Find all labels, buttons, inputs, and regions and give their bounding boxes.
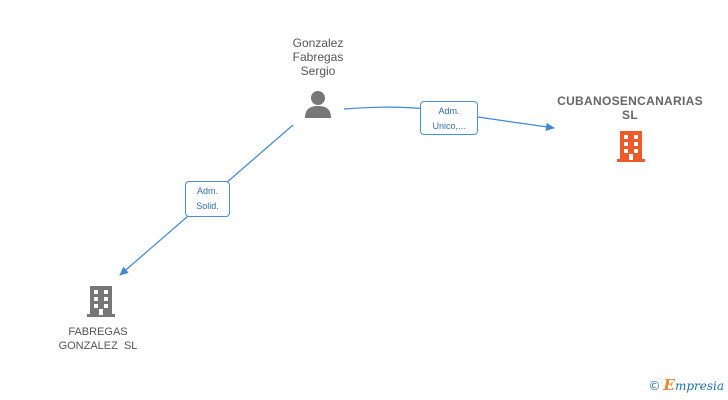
brand-name: mpresia [674,379,724,393]
edge-label-line1: Adm. [196,186,218,196]
company-main-name-line2: SL [622,108,638,122]
edge-label-line2: Unico,... [432,121,466,131]
building-icon[interactable] [616,130,646,163]
person-name-line2: Fabregas [292,50,344,64]
empresia-logo[interactable]: ©Empresia [649,376,725,394]
edge-label-line2: Solid. [196,201,219,211]
person-name-line3: Sergio [300,64,336,78]
company-sub-name-line2: GONZALEZ SL [58,340,138,352]
company-sub-label[interactable]: FABREGAS GONZALEZ SL [40,325,156,353]
person-name-label[interactable]: Gonzalez Fabregas Sergio [270,36,366,78]
company-main-label[interactable]: CUBANOSENCANARIAS SL [540,94,720,122]
company-sub-name-line1: FABREGAS [68,326,128,338]
building-icon[interactable] [86,285,116,318]
person-name-line1: Gonzalez [292,36,344,50]
edge-label-adm-solid[interactable]: Adm. Solid. [185,181,230,217]
edge-label-line1: Adm. [438,106,460,116]
company-main-name-line1: CUBANOSENCANARIAS [557,94,703,108]
copyright-symbol: © [648,379,661,393]
brand-initial: E [663,376,675,394]
edge-label-adm-unico[interactable]: Adm. Unico,... [420,101,478,135]
person-icon[interactable] [304,89,332,119]
